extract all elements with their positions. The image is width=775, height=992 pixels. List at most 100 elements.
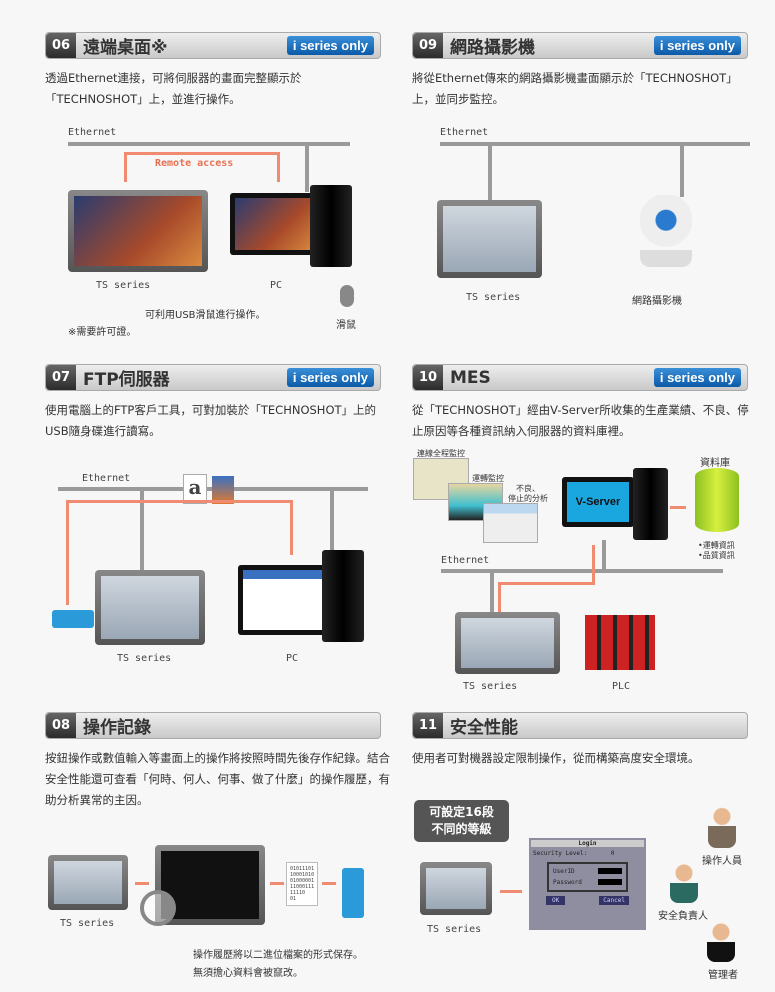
- i-series-badge: i series only: [653, 36, 741, 55]
- ts-series-label: TS series: [60, 918, 115, 929]
- usb-drive-icon: [342, 868, 364, 918]
- mouse-icon: [340, 285, 354, 307]
- ts-series-panel: [95, 570, 205, 645]
- v-server-label: V-Server: [567, 482, 629, 522]
- ethernet-drop: [305, 142, 309, 192]
- login-arrow: [500, 890, 522, 893]
- arrow-segment: [124, 152, 127, 182]
- ts-series-label: TS series: [466, 292, 521, 303]
- section-header-10: 10 MES i series only: [412, 364, 748, 391]
- section-number: 08: [46, 713, 76, 738]
- ts-series-label: TS series: [427, 924, 482, 935]
- ethernet-label: Ethernet: [441, 555, 490, 566]
- section-description: 從「TECHNOSHOT」經由V-Server所收集的生產業績、不良、停止原因等…: [412, 403, 749, 438]
- ethernet-drop: [330, 487, 334, 552]
- pc-tower: [310, 185, 352, 267]
- remote-arrow: [124, 152, 279, 155]
- ts-series-label: TS series: [463, 681, 518, 692]
- safety-officer-avatar-icon: [670, 863, 698, 903]
- section-header-06: 06 遠端桌面※ i series only: [45, 32, 381, 59]
- pc-monitor: [230, 193, 320, 255]
- tamper-note: 無須擔心資料會被竄改。: [193, 968, 303, 979]
- ok-button[interactable]: OK: [546, 896, 566, 905]
- security-level-value: 0: [610, 850, 615, 857]
- plc-icon: [585, 615, 655, 670]
- section-number: 07: [46, 365, 76, 390]
- usb-note: 可利用USB滑鼠進行操作。: [145, 310, 266, 321]
- arrow-segment: [290, 500, 293, 555]
- pc-tower: [322, 550, 364, 642]
- role-safety-officer: 安全負責人: [658, 911, 708, 922]
- remote-access-label: Remote access: [155, 158, 234, 169]
- plc-label: PLC: [612, 681, 631, 692]
- log-arrow: [135, 882, 149, 885]
- ts-series-panel: [48, 855, 128, 910]
- db-arrow: [670, 506, 686, 509]
- pc-monitor: [238, 565, 338, 635]
- role-manager: 管理者: [708, 970, 738, 981]
- database-label: 資料庫: [700, 458, 730, 469]
- analysis-label: 不良、 停止的分析: [508, 484, 548, 503]
- ethernet-drop: [140, 487, 144, 572]
- section-description: 將從Ethernet傳來的網路攝影機畫面顯示於「TECHNOSHOT」上，並同步…: [412, 71, 738, 106]
- i-series-badge: i series only: [286, 36, 374, 55]
- pc-label: PC: [270, 280, 283, 291]
- section-header-07: 07 FTP伺服器 i series only: [45, 364, 381, 391]
- ethernet-label: Ethernet: [440, 127, 489, 138]
- binary-note: 操作履歷將以二進位檔案的形式保存。: [193, 950, 363, 961]
- cancel-button[interactable]: Cancel: [599, 896, 629, 905]
- section-description: 使用電腦上的FTP客戶工具，可對加裝於「TECHNOSHOT」上的USB隨身碟進…: [45, 403, 377, 438]
- security-level-label: Security Level:: [533, 850, 588, 857]
- ts-series-panel: [455, 612, 560, 674]
- section-description: 使用者可對機器設定限制操作，從而構築高度安全環境。: [412, 751, 700, 765]
- arrow-segment: [592, 545, 595, 585]
- arrow-segment: [277, 152, 280, 182]
- ethernet-line: [68, 142, 350, 146]
- section-number: 09: [413, 33, 443, 58]
- i-series-badge: i series only: [286, 368, 374, 387]
- server-tower: [633, 468, 668, 540]
- mouse-label: 滑鼠: [336, 320, 356, 331]
- login-dialog: Login Security Level: 0 UserID Password …: [529, 838, 646, 930]
- arrow-segment: [498, 582, 501, 617]
- ethernet-drop: [490, 569, 494, 619]
- password-field[interactable]: [598, 879, 622, 885]
- ethernet-line: [440, 142, 750, 146]
- monitor-all-label: 連線全程監控: [417, 449, 465, 458]
- userid-label: UserID: [553, 868, 575, 875]
- ts-series-panel: [437, 200, 542, 278]
- section-title: MES: [450, 367, 491, 388]
- ethernet-drop: [680, 142, 684, 197]
- operation-log-panel: [155, 845, 265, 925]
- ftp-file-icon: [212, 476, 234, 504]
- section-title: 操作記錄: [83, 718, 151, 738]
- section-header-11: 11 安全性能: [412, 712, 748, 739]
- camera-label: 網路攝影機: [632, 296, 682, 307]
- ts-series-label: TS series: [96, 280, 151, 291]
- arrow-segment: [66, 500, 69, 605]
- section-description: 透過Ethernet連接，可將伺服器的畫面完整顯示於「TECHNOSHOT」上，…: [45, 71, 302, 106]
- ethernet-label: Ethernet: [68, 127, 117, 138]
- role-operator: 操作人員: [702, 856, 742, 867]
- section-title: 網路攝影機: [450, 38, 535, 58]
- section-title: 安全性能: [450, 718, 518, 738]
- ts-series-panel: [68, 190, 208, 272]
- binary-file-icon: 01011101 10001010 01000001 11000111 1111…: [286, 862, 318, 906]
- magnifier-icon: [140, 890, 176, 926]
- section-header-09: 09 網路攝影機 i series only: [412, 32, 748, 59]
- section-header-08: 08 操作記錄: [45, 712, 381, 739]
- usb-drive-icon: [52, 610, 94, 628]
- network-camera-icon: [640, 195, 692, 267]
- run-screenshot: [448, 483, 503, 521]
- section-number: 10: [413, 365, 443, 390]
- analysis-screenshot: [483, 503, 538, 543]
- license-note: ※需要許可證。: [68, 327, 137, 338]
- userid-field[interactable]: [598, 868, 622, 874]
- ethernet-drop: [488, 142, 492, 202]
- ethernet-line: [441, 569, 723, 573]
- save-arrow: [270, 882, 284, 885]
- ts-series-panel: [420, 862, 492, 915]
- section-number: 11: [413, 713, 443, 738]
- usb-arrow: [322, 882, 336, 885]
- section-number: 06: [46, 33, 76, 58]
